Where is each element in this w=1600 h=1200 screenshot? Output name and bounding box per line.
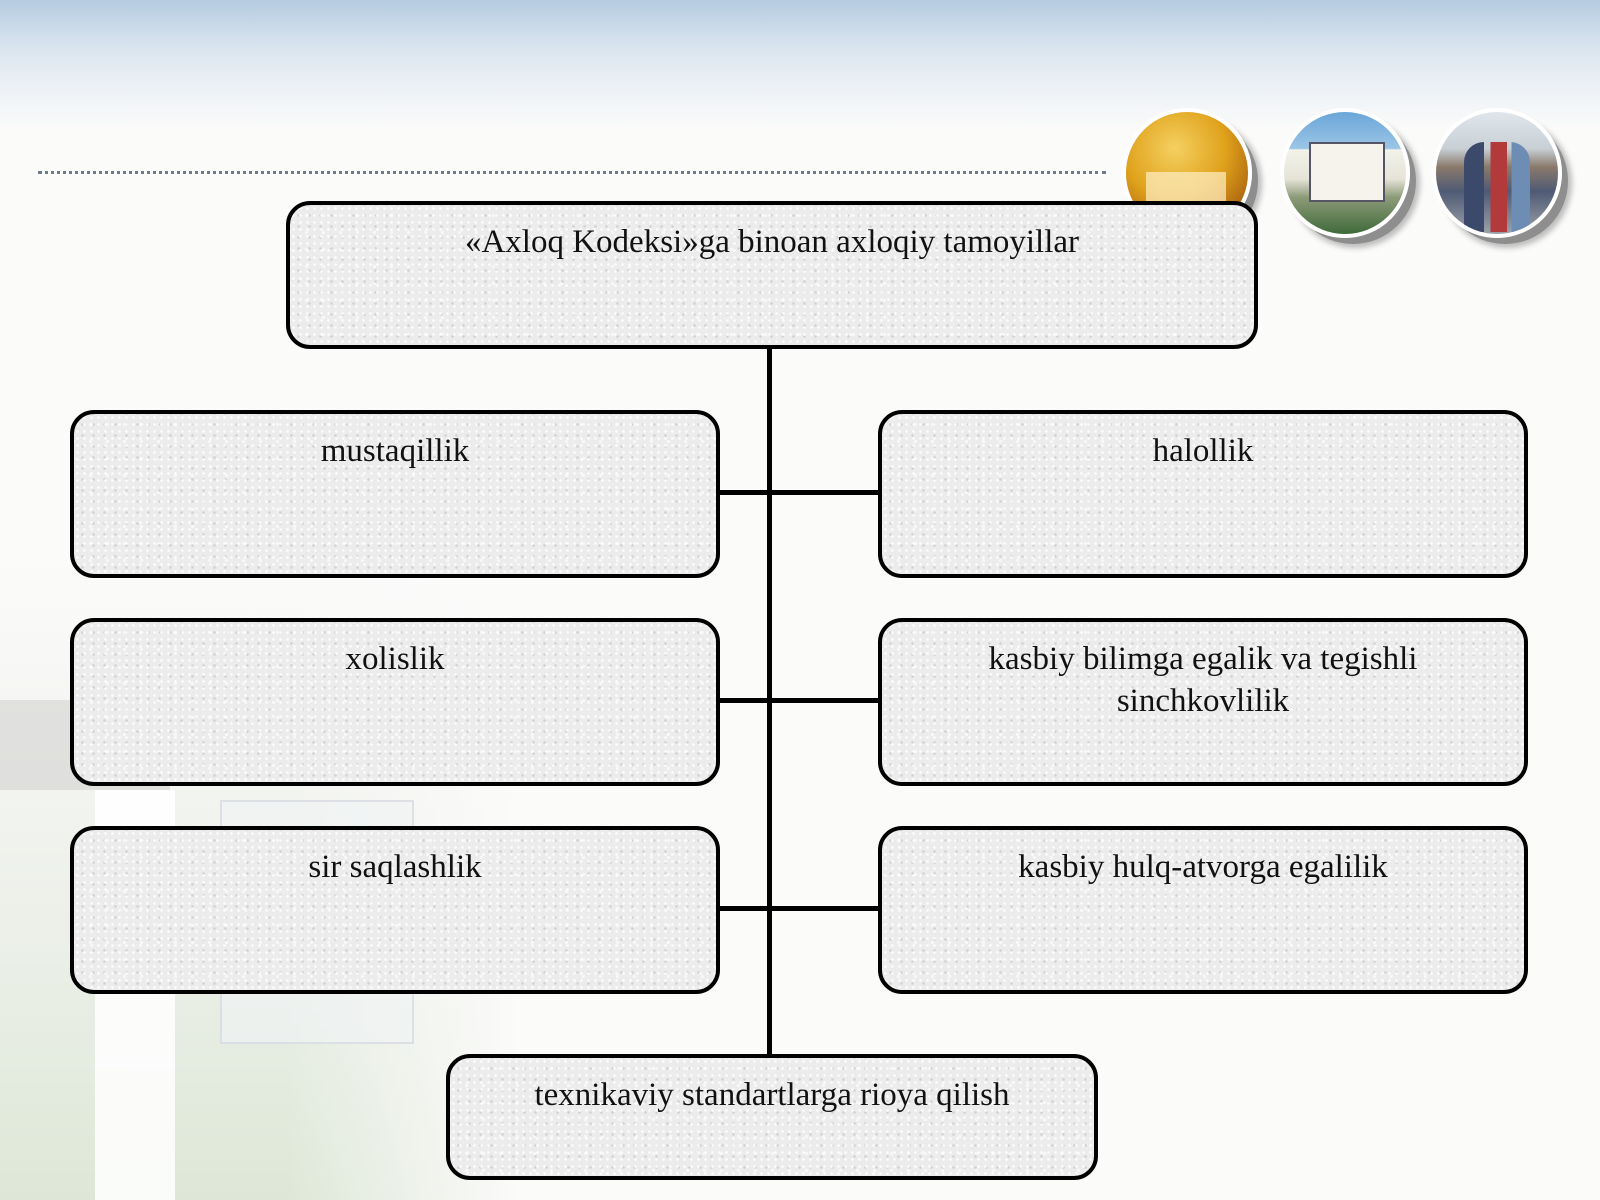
node-left-2: xolislik [70, 618, 720, 786]
dotted-divider [38, 171, 1106, 174]
connector-row2 [718, 698, 880, 703]
node-left-3: sir saqlashlik [70, 826, 720, 994]
family-photo [1432, 108, 1562, 238]
node-left-1: mustaqillik [70, 410, 720, 578]
node-right-1: halollik [878, 410, 1528, 578]
house-exterior-photo [1280, 108, 1410, 238]
root-node: «Axloq Kodeksi»ga binoan axloqiy tamoyil… [286, 201, 1258, 349]
node-right-3: kasbiy hulq-atvorga egalilik [878, 826, 1528, 994]
node-right-2: kasbiy bilimga egalik va tegishli sinchk… [878, 618, 1528, 786]
connector-row3 [718, 906, 880, 911]
bottom-node: texnikaviy standartlarga rioya qilish [446, 1054, 1098, 1180]
connector-row1 [718, 490, 880, 495]
